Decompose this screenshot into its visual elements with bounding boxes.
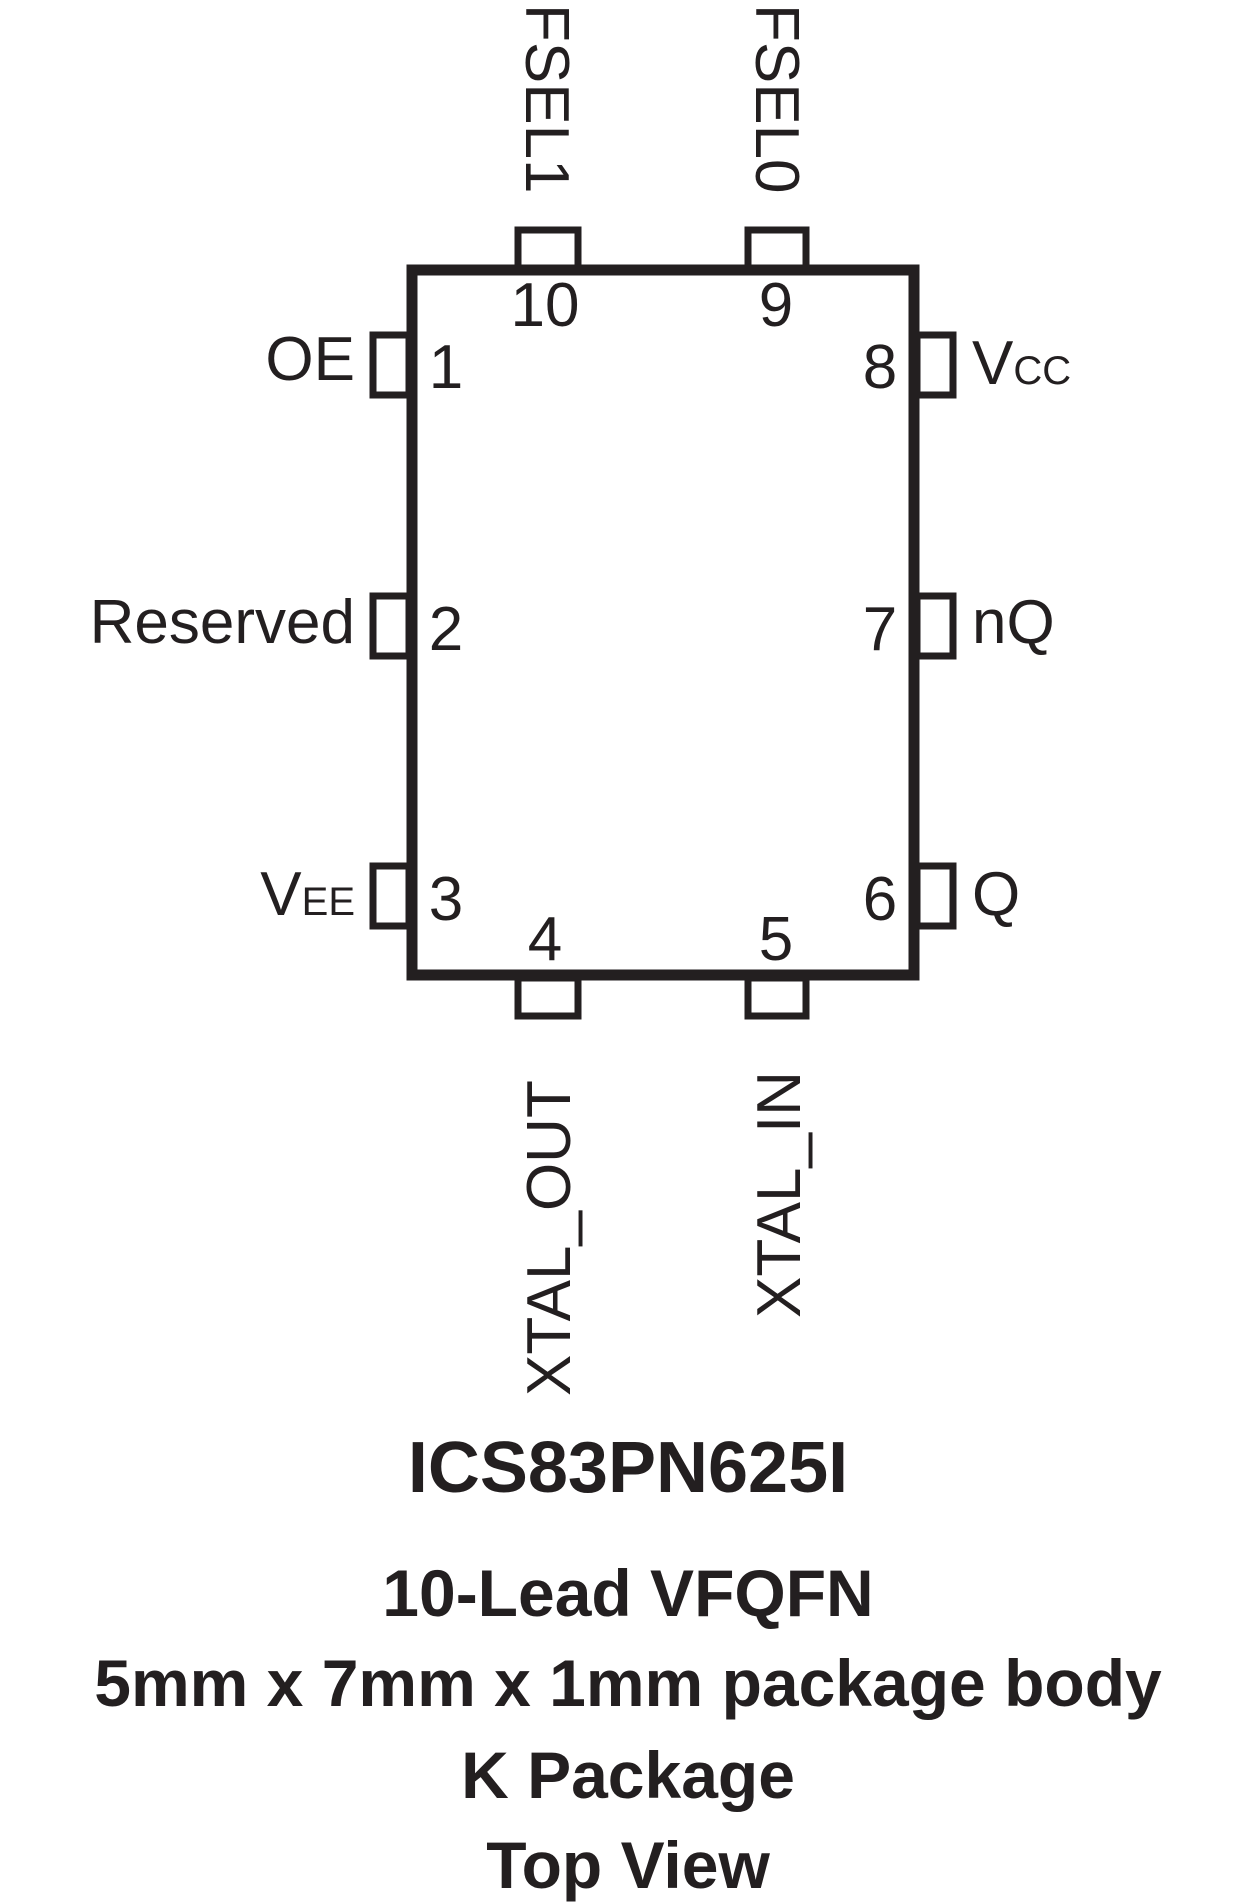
pin-label-10: FSEL1 (512, 4, 581, 194)
pin-label-1: OE (265, 325, 355, 394)
pin-pad-7 (913, 592, 957, 660)
package-line-1: 10-Lead VFQFN (382, 1556, 874, 1630)
pin-number-7: 7 (863, 595, 897, 664)
package-body (406, 264, 920, 981)
pin-number-6: 6 (863, 865, 897, 934)
pin-number-9: 9 (759, 271, 793, 340)
package-line-2: 5mm x 7mm x 1mm package body (94, 1646, 1162, 1720)
pin-label-3-subscript: EE (302, 880, 355, 924)
pin-label-8: VCC (972, 329, 1071, 398)
pin-label-4: XTAL_OUT (515, 1080, 584, 1396)
pin-pad-2 (369, 592, 413, 660)
pin-pad-10 (514, 226, 582, 272)
pin-label-3: VEE (260, 860, 355, 929)
pin-number-10: 10 (511, 271, 580, 340)
part-number: ICS83PN625I (407, 1428, 849, 1508)
pin-label-6: Q (972, 860, 1020, 929)
pin-label-8-subscript: CC (1013, 349, 1071, 393)
pin-number-5: 5 (759, 905, 793, 974)
pin-pad-3 (369, 862, 413, 930)
pin-pad-6 (913, 862, 957, 930)
pin-label-9: FSEL0 (742, 4, 811, 194)
pin-label-5: XTAL_IN (745, 1071, 814, 1318)
pin-label-2: Reserved (90, 588, 355, 657)
pin-label-3-main: V (260, 860, 302, 929)
pin-pad-1 (369, 331, 413, 399)
pin-number-3: 3 (429, 865, 463, 934)
pin-pad-9 (744, 226, 810, 272)
pin-number-2: 2 (429, 595, 463, 664)
package-line-3: K Package (461, 1738, 795, 1812)
pin-pad-4 (514, 974, 582, 1020)
pin-pad-5 (744, 974, 810, 1020)
pin-number-4: 4 (528, 905, 562, 974)
pin-pad-8 (913, 331, 957, 399)
pin-label-8-main: V (972, 329, 1014, 398)
pin-label-7: nQ (972, 588, 1055, 657)
package-line-4: Top View (486, 1828, 770, 1902)
pin-number-8: 8 (863, 333, 897, 402)
pin-number-1: 1 (429, 333, 463, 402)
